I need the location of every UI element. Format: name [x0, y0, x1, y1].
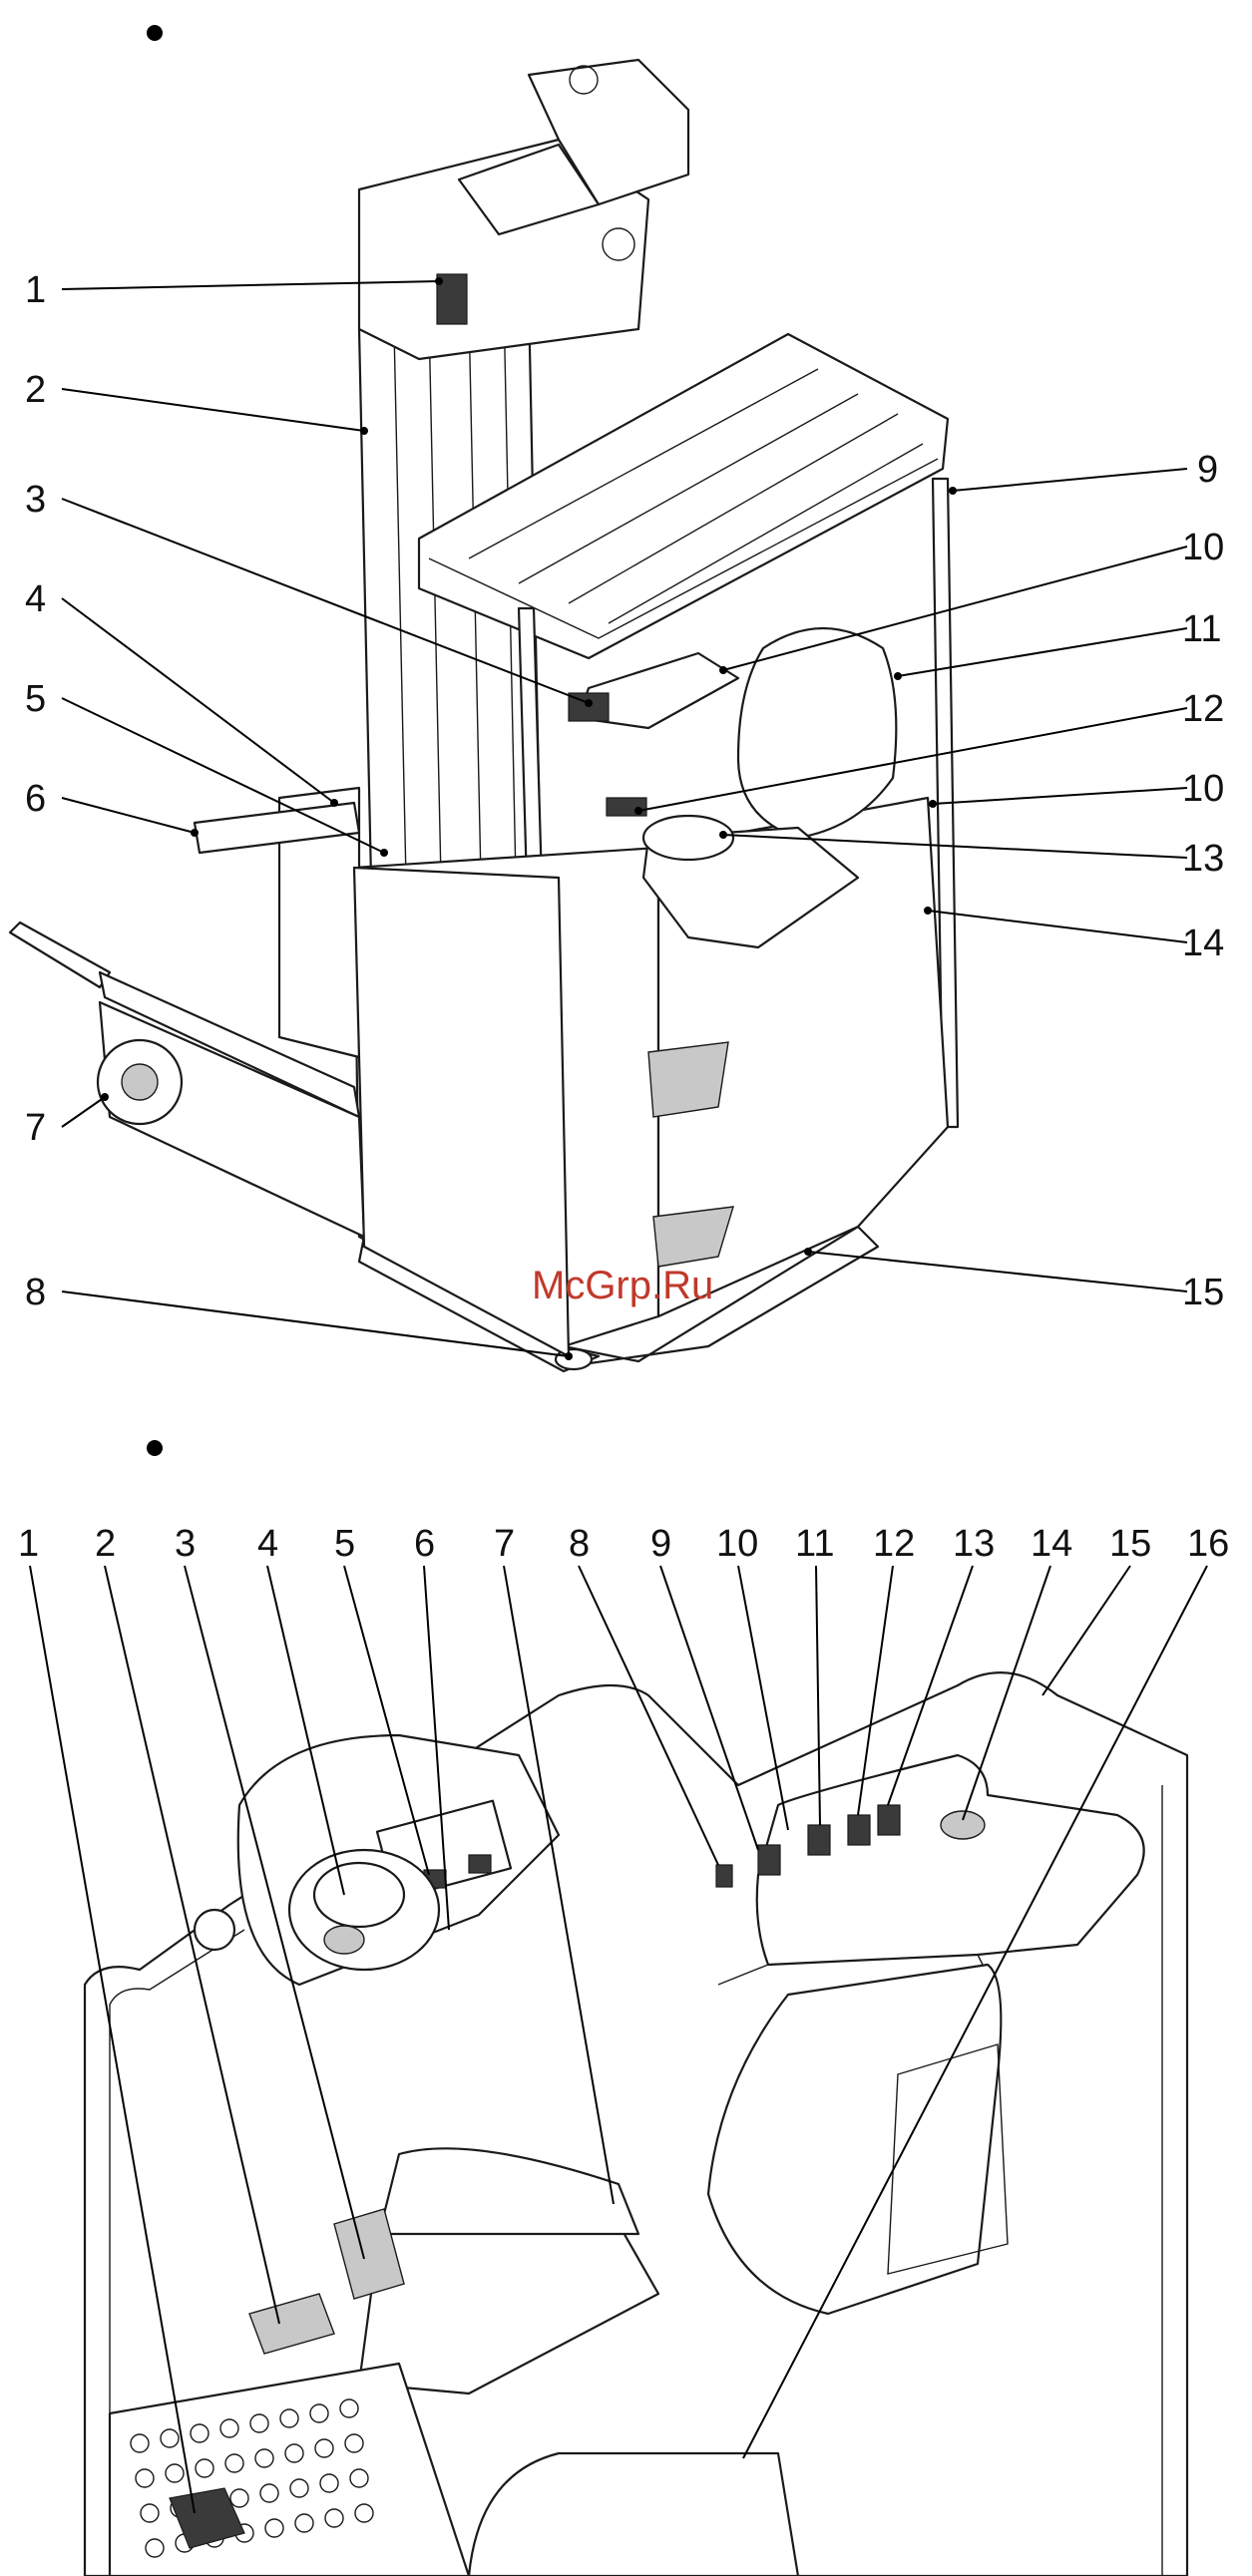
top-callout-15: 15 — [1182, 1272, 1224, 1313]
top-callout-4: 4 — [25, 578, 46, 620]
bullet-top — [147, 25, 163, 41]
top-callout-14: 14 — [1182, 922, 1224, 964]
bottom-callout-9: 9 — [650, 1523, 671, 1565]
bottom-callout-12: 12 — [873, 1523, 915, 1565]
top-callout-8: 8 — [25, 1272, 46, 1313]
bottom-callout-4: 4 — [257, 1523, 278, 1565]
bottom-callout-labels: 1 2 3 4 5 6 7 8 9 10 11 12 13 14 15 16 — [18, 1523, 1229, 1565]
top-callout-12: 12 — [1182, 688, 1224, 730]
top-callout-7: 7 — [25, 1107, 46, 1149]
top-callout-13: 13 — [1182, 838, 1224, 880]
bottom-callout-3: 3 — [175, 1523, 196, 1565]
bottom-callout-13: 13 — [953, 1523, 995, 1565]
bottom-callout-8: 8 — [569, 1523, 590, 1565]
watermark: McGrp.Ru — [532, 1264, 713, 1307]
bottom-callout-14: 14 — [1031, 1523, 1072, 1565]
top-callout-5: 5 — [25, 678, 46, 720]
bottom-callout-5: 5 — [334, 1523, 355, 1565]
bullet-bottom — [147, 1440, 163, 1456]
top-callout-10a: 10 — [1182, 527, 1224, 568]
bottom-callout-2: 2 — [95, 1523, 116, 1565]
bottom-callout-11: 11 — [795, 1523, 834, 1565]
bottom-callout-6: 6 — [414, 1523, 435, 1565]
bottom-callout-10: 10 — [716, 1523, 758, 1565]
bottom-callout-7: 7 — [494, 1523, 515, 1565]
cab-interior-drawing — [85, 1672, 1187, 2576]
bottom-callout-1: 1 — [18, 1523, 39, 1565]
top-callout-2: 2 — [25, 369, 46, 411]
bottom-callout-16: 16 — [1187, 1523, 1229, 1565]
top-callout-11: 11 — [1182, 608, 1221, 650]
top-callout-10b: 10 — [1182, 768, 1224, 810]
top-callout-9: 9 — [1197, 449, 1218, 491]
top-callout-3: 3 — [25, 479, 46, 521]
top-callout-1: 1 — [25, 269, 46, 311]
top-callout-6: 6 — [25, 778, 46, 820]
reach-truck-drawing — [10, 60, 958, 1371]
bottom-callout-15: 15 — [1109, 1523, 1151, 1565]
